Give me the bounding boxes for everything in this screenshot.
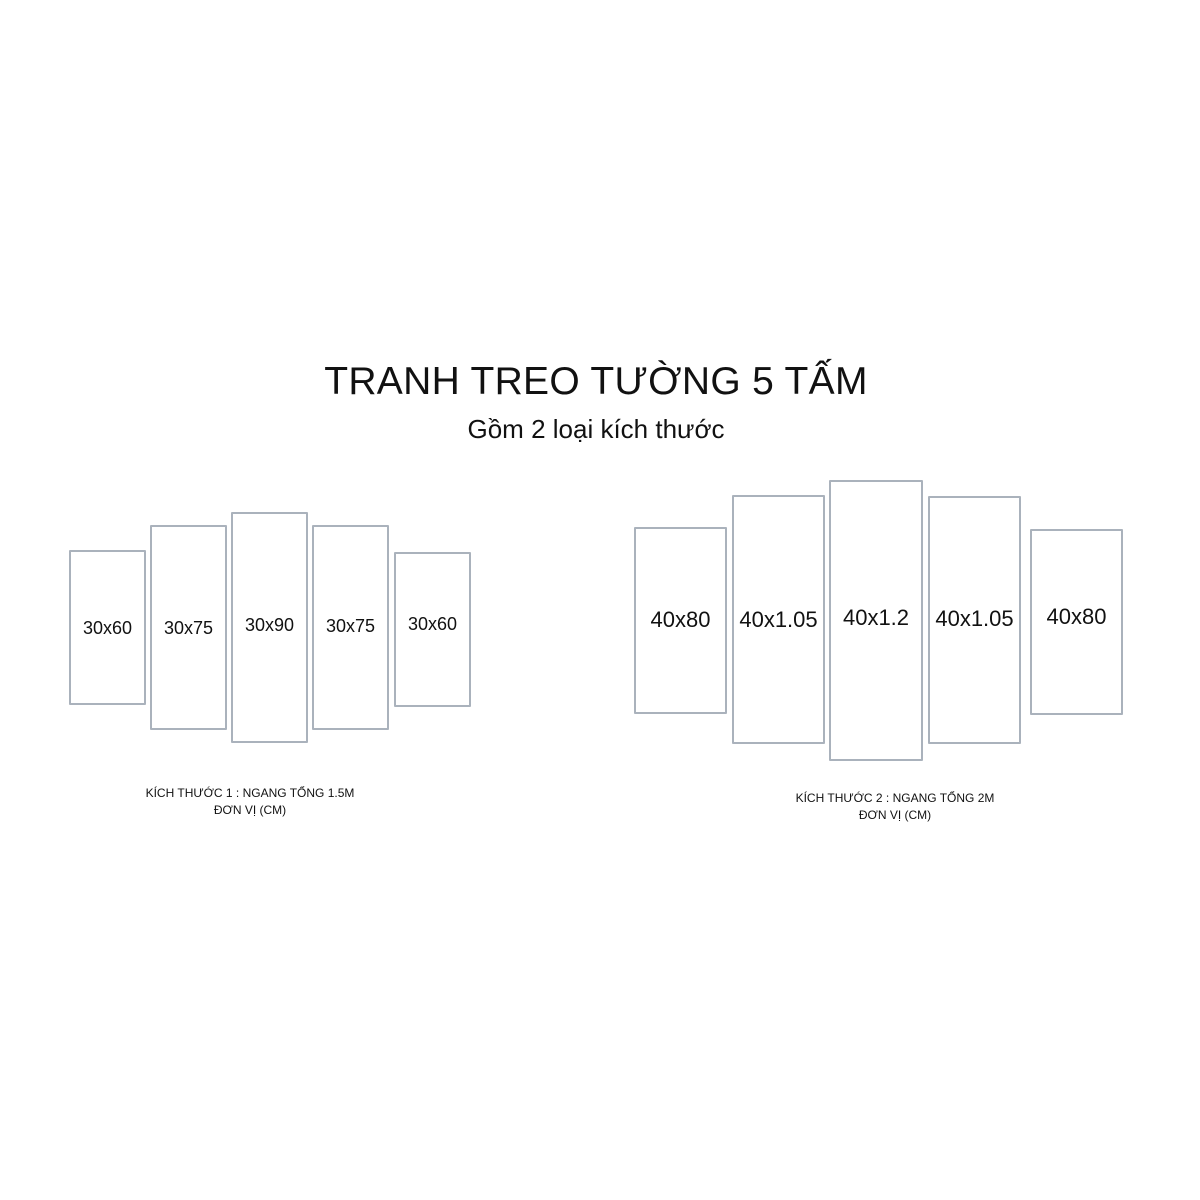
caption: KÍCH THƯỚC 2 : NGANG TỔNG 2M ĐƠN VỊ (CM) xyxy=(745,790,1045,824)
panel-4: 30x75 xyxy=(312,525,389,730)
panel-1: 40x80 xyxy=(634,527,727,714)
panel-label: 30x60 xyxy=(82,618,133,638)
page-title: TRANH TREO TƯỜNG 5 TẤM xyxy=(324,360,868,403)
panel-label: 30x60 xyxy=(407,614,458,634)
caption-unit: ĐƠN VỊ (CM) xyxy=(213,803,287,817)
panel-3: 30x90 xyxy=(231,512,308,743)
panel-label: 40x80 xyxy=(650,607,711,632)
panel-label: 40x1.05 xyxy=(935,606,1014,631)
page-subtitle: Gồm 2 loại kích thước xyxy=(467,414,725,444)
panel-5: 30x60 xyxy=(394,552,471,707)
panel-label: 40x1.2 xyxy=(842,605,910,630)
panel-label: 30x90 xyxy=(244,615,295,635)
panel-label: 30x75 xyxy=(163,618,214,638)
panel-4: 40x1.05 xyxy=(928,496,1021,744)
panel-label: 30x75 xyxy=(325,616,376,636)
caption-size: KÍCH THƯỚC 2 : NGANG TỔNG 2M xyxy=(795,791,995,805)
caption-size: KÍCH THƯỚC 1 : NGANG TỔNG 1.5M xyxy=(145,786,355,800)
panel-1: 30x60 xyxy=(69,550,146,705)
caption-unit: ĐƠN VỊ (CM) xyxy=(858,808,932,822)
panel-2: 30x75 xyxy=(150,525,227,730)
panel-3: 40x1.2 xyxy=(829,480,923,761)
panel-2: 40x1.05 xyxy=(732,495,825,744)
caption: KÍCH THƯỚC 1 : NGANG TỔNG 1.5M ĐƠN VỊ (C… xyxy=(100,785,400,819)
panel-5: 40x80 xyxy=(1030,529,1123,715)
panel-label: 40x1.05 xyxy=(739,607,818,632)
panel-label: 40x80 xyxy=(1046,604,1107,629)
